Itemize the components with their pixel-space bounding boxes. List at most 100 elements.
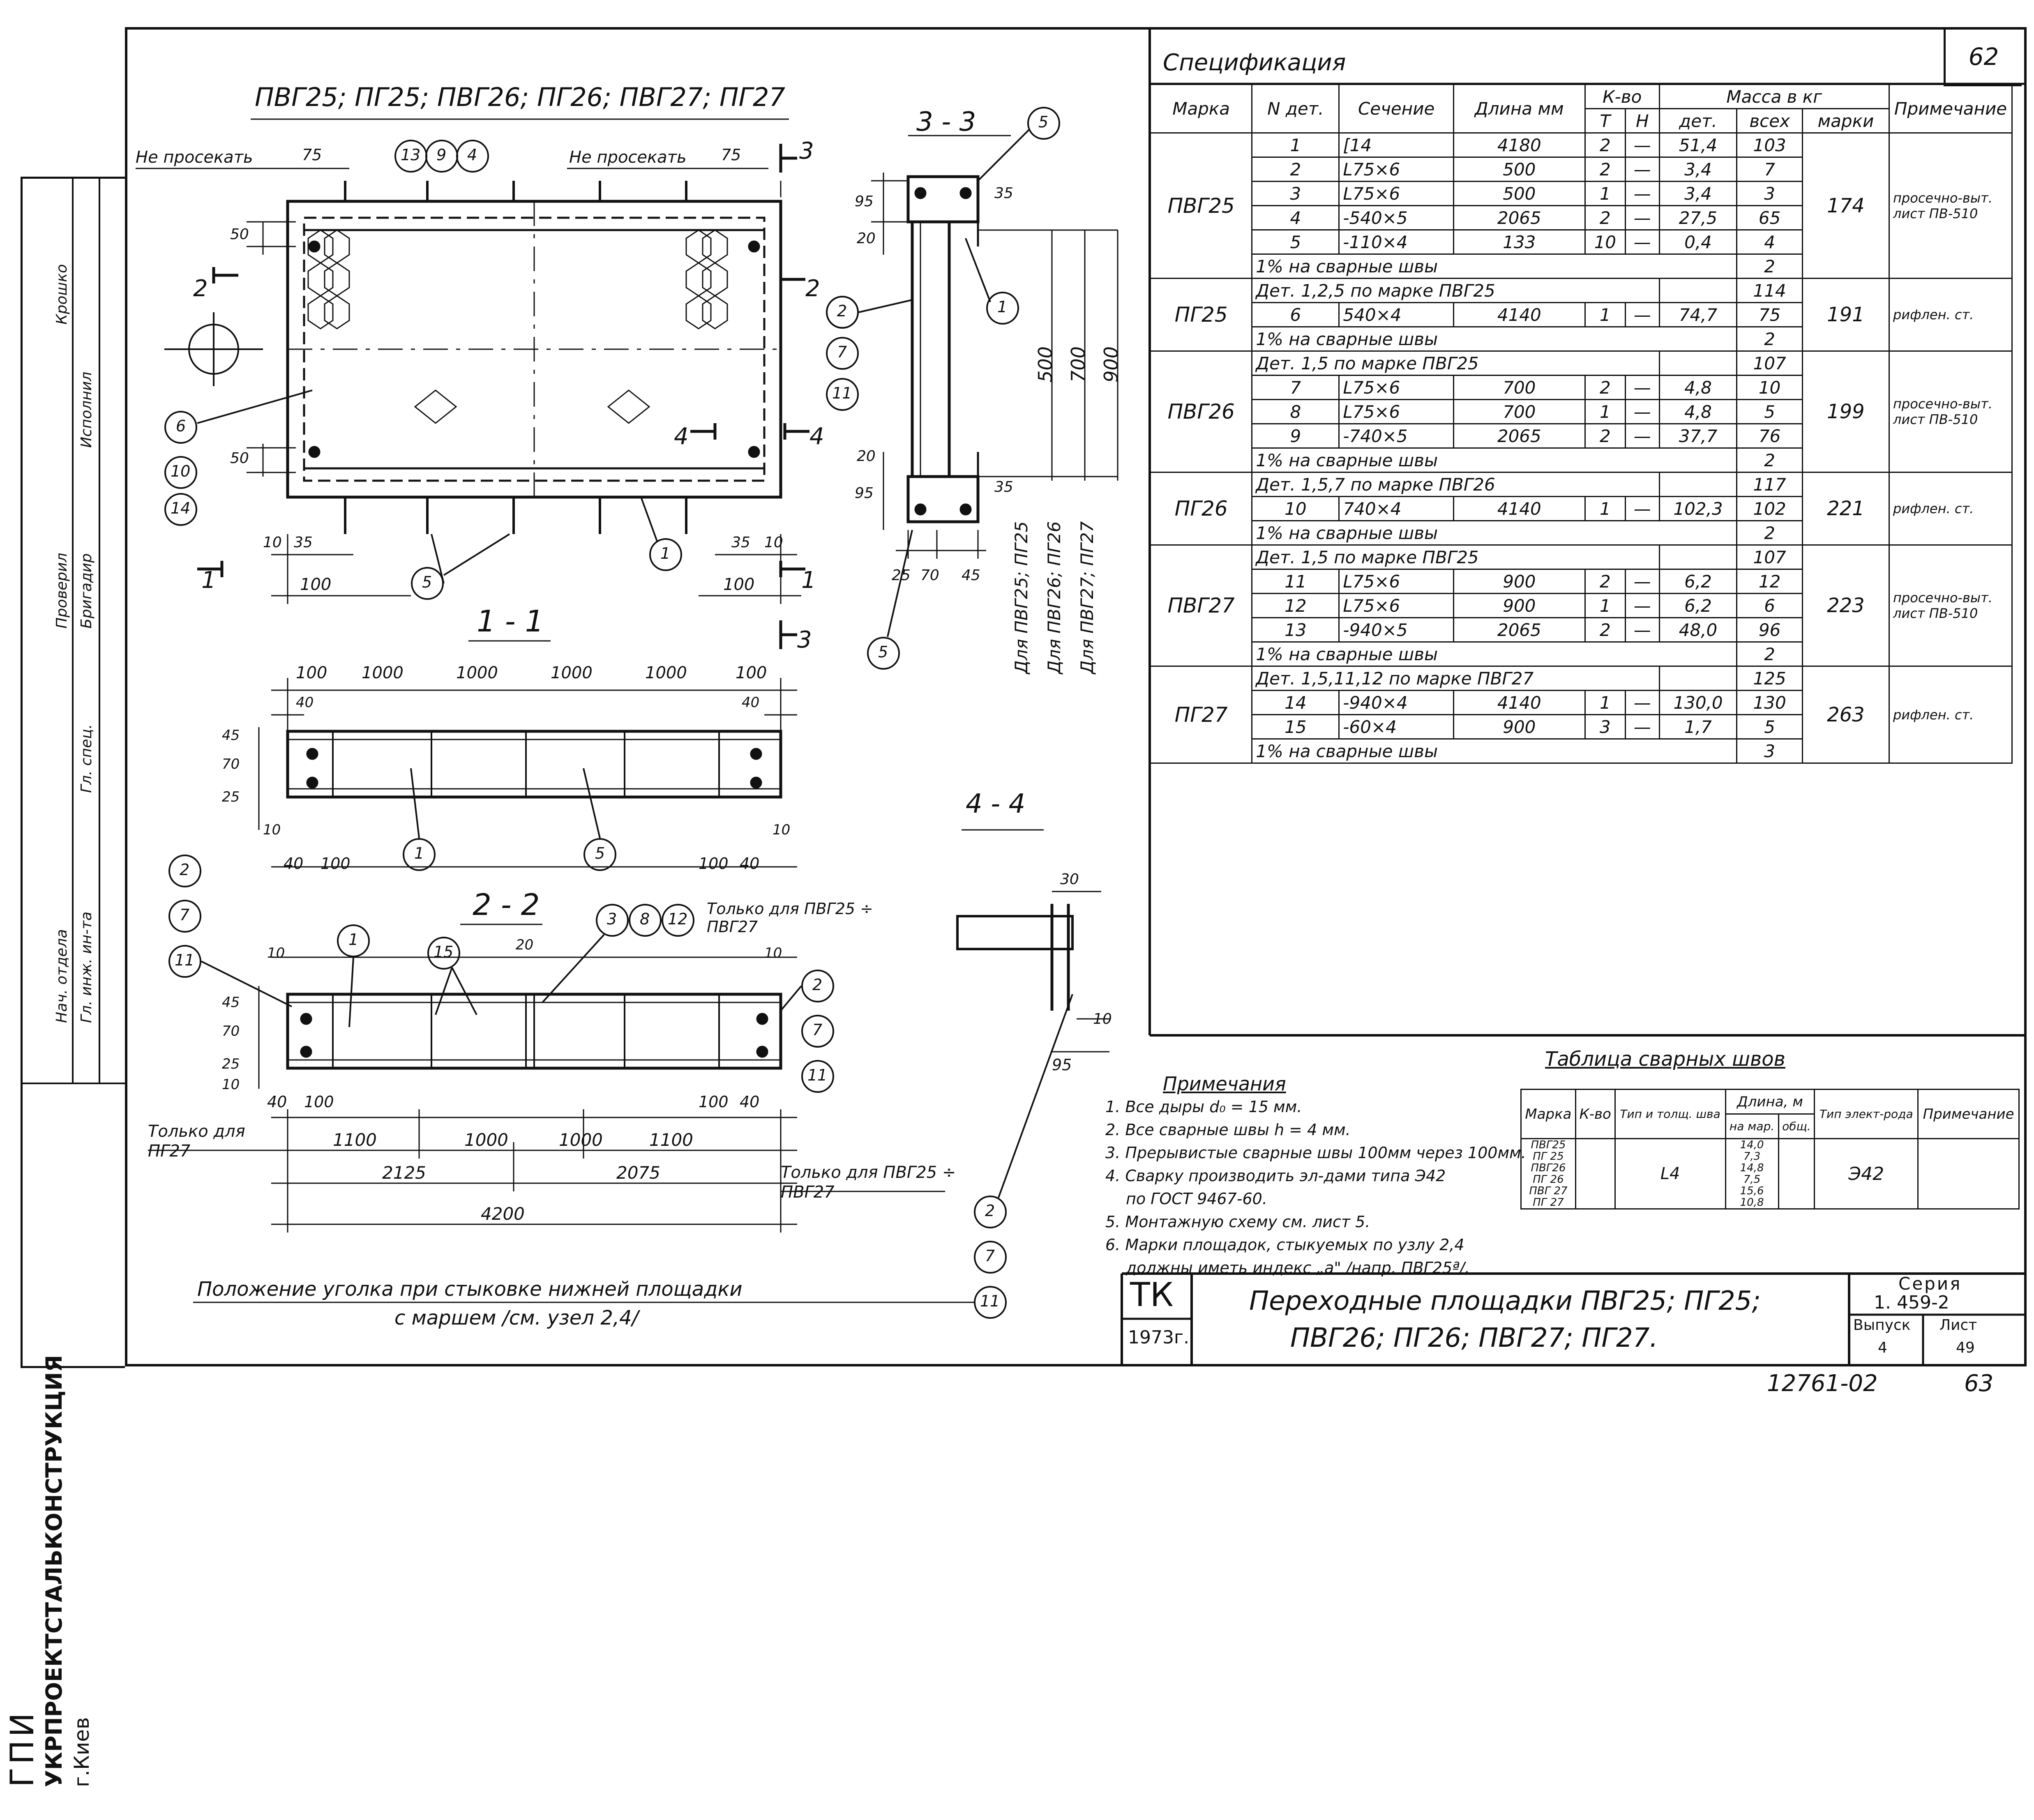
wt-mark-2: ПГ 25 — [1533, 1150, 1564, 1163]
s22-left-callout-7: 7 — [180, 906, 190, 924]
spec-qty-n: — — [1624, 205, 1660, 230]
note-4: 4. Сварку производить эл-дами типа Э42 — [1105, 1167, 1446, 1185]
dim-75-left: 75 — [302, 146, 322, 164]
wt-marks: ПВГ25 ПГ 25 ПВГ26 ПГ 26 ПВГ 27 ПГ 27 — [1520, 1138, 1576, 1209]
hdr-length: Длина мм — [1453, 84, 1586, 134]
s11-top-dim-2: 1000 — [362, 663, 404, 682]
spec-qty-n: — — [1624, 617, 1660, 643]
spec-weld-val: 3 — [1736, 738, 1803, 764]
callout-4: 4 — [467, 146, 477, 164]
spec-length: 4140 — [1453, 302, 1586, 327]
s22-dim-1100b: 1100 — [649, 1130, 693, 1150]
spec-length: 900 — [1453, 569, 1586, 594]
tb-series-val: 1. 459-2 — [1874, 1292, 1949, 1313]
spec-qty-t: 1 — [1584, 181, 1626, 206]
callout-13: 13 — [401, 146, 421, 164]
spec-ref-val: 107 — [1736, 544, 1803, 570]
spec-qty-t: 3 — [1584, 714, 1626, 740]
note-2: 2. Все сварные швы h = 4 мм. — [1105, 1121, 1351, 1139]
s33-note-1: Для ПВГ25; ПГ25 — [1011, 521, 1032, 674]
spec-mass-all: 3 — [1736, 181, 1803, 206]
spec-mass-det: 102,3 — [1658, 496, 1738, 521]
spec-section: L75×6 — [1338, 593, 1454, 618]
wt-hdr-electrode: Тип элект-рода — [1814, 1089, 1919, 1139]
footer-code: 12761-02 — [1767, 1370, 1878, 1397]
spec-section: L75×6 — [1338, 181, 1454, 206]
spec-length: 700 — [1453, 399, 1586, 424]
wt-hdr-note: Примечание — [1917, 1089, 2020, 1139]
spec-mass-all: 4 — [1736, 229, 1803, 255]
spec-mark: ПГ27 — [1149, 666, 1253, 764]
spec-qty-n: — — [1624, 229, 1660, 255]
s11-bottom-40b: 40 — [740, 855, 760, 873]
tb-sheet-label: Лист — [1939, 1317, 1977, 1334]
no-cut-right: Не просекать — [569, 148, 687, 167]
spec-ref: Дет. 1,5 по марке ПВГ25 — [1251, 350, 1660, 376]
spec-mass-det: 4,8 — [1658, 399, 1738, 424]
wt-len-3: 14,8 — [1740, 1162, 1764, 1174]
callout-11-side: 11 — [832, 384, 852, 402]
wt-len-2: 7,3 — [1743, 1150, 1761, 1163]
spec-mark-total: 191 — [1801, 278, 1890, 352]
wt-hdr-length: Длина, м — [1725, 1089, 1815, 1115]
wt-weld-type: L4 — [1614, 1138, 1726, 1209]
note-3: 3. Прерывистые сварные швы 100мм через 1… — [1105, 1144, 1526, 1162]
spec-weld: 1% на сварные швы — [1251, 326, 1738, 352]
org-name-3: г.Киев — [70, 1717, 94, 1787]
s33-dim-20b: 20 — [857, 448, 876, 465]
cut-2-right: 2 — [805, 275, 820, 302]
spec-mass-det: 3,4 — [1658, 181, 1738, 206]
s11-callout-5: 5 — [595, 844, 605, 862]
spec-note: просечно-выт. лист ПВ-510 — [1889, 544, 2013, 667]
spec-length: 4180 — [1453, 132, 1586, 158]
s33-dim-700: 700 — [1067, 346, 1089, 382]
s22-bottom-callout-11: 11 — [980, 1292, 1000, 1310]
s11-top-dim-6: 100 — [736, 663, 767, 682]
spec-section: 540×4 — [1338, 302, 1454, 327]
drawing-title: ПВГ25; ПГ25; ПВГ26; ПГ26; ПВГ27; ПГ27 — [255, 82, 785, 112]
dim-75-right: 75 — [721, 146, 741, 164]
s11-bottom-40: 40 — [284, 855, 304, 873]
spec-mass-all: 10 — [1736, 375, 1803, 400]
hdr-mass: Масса в кг — [1658, 84, 1890, 109]
spec-mass-all: 103 — [1736, 132, 1803, 158]
hdr-qty: К-во — [1584, 84, 1660, 109]
tb-tk: ТК — [1130, 1276, 1174, 1314]
spec-mark: ПВГ26 — [1149, 350, 1253, 473]
spec-mass-all: 5 — [1736, 714, 1803, 740]
spec-no: 7 — [1251, 375, 1340, 400]
spec-ref-blank — [1658, 278, 1738, 303]
spec-qty-t: 1 — [1584, 593, 1626, 618]
spec-qty-n: — — [1624, 423, 1660, 449]
s33-dim-25: 25 — [892, 567, 911, 584]
callout-9: 9 — [436, 146, 447, 164]
spec-weld-val: 2 — [1736, 253, 1803, 279]
hdr-mass-all: всех — [1736, 108, 1803, 134]
drawing-canvas — [136, 27, 2027, 1364]
spec-mass-det: 27,5 — [1658, 205, 1738, 230]
spec-qty-n: — — [1624, 181, 1660, 206]
spec-mass-all: 96 — [1736, 617, 1803, 643]
dim-10-right: 10 — [764, 534, 783, 551]
hdr-mass-det: дет. — [1658, 108, 1738, 134]
spec-mark-total: 223 — [1801, 544, 1890, 667]
notes: Примечания 1. Все дыры d₀ = 15 мм. 2. Вс… — [1105, 1072, 1526, 1279]
spec-qty-t: 1 — [1584, 690, 1626, 715]
s33-dim-35: 35 — [994, 185, 1013, 202]
spec-ref-val: 114 — [1736, 278, 1803, 303]
spec-qty-t: 1 — [1584, 302, 1626, 327]
dim-35-right: 35 — [731, 534, 750, 551]
spec-no: 10 — [1251, 496, 1340, 521]
spec-mark-total: 221 — [1801, 472, 1890, 546]
spec-qty-n: — — [1624, 569, 1660, 594]
